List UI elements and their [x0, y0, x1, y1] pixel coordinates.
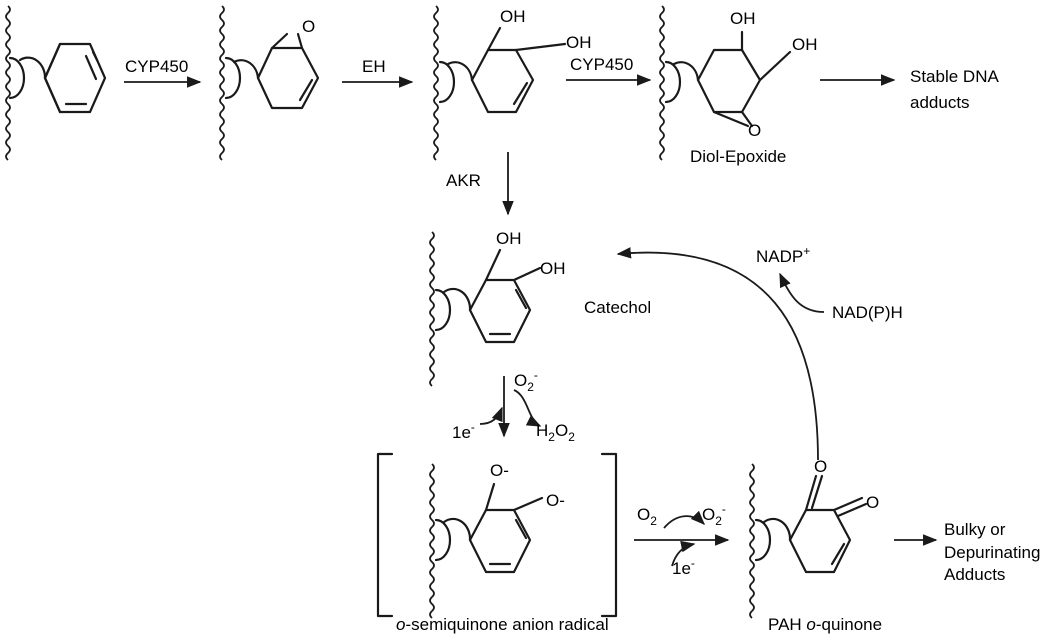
label-o2-left: O2 [637, 505, 657, 528]
label-h2o2: H2O2 [536, 421, 575, 444]
wavy-bond-icon [433, 5, 439, 161]
wavy-bond-icon [219, 5, 225, 161]
left-bracket [376, 452, 394, 618]
atom-de-epoxide-o: O [748, 121, 761, 140]
wavy-bond-icon [429, 231, 435, 387]
atom-q-o-b: O [866, 493, 879, 512]
label-bulky-line3: Adducts [944, 565, 1005, 584]
catechol-structure: OH OH Catechol [429, 229, 651, 387]
label-eh: EH [362, 57, 386, 76]
wavy-bond-icon [429, 463, 435, 619]
atom-diol-oh-a: OH [500, 7, 526, 26]
label-bulky-line1: Bulky or [944, 520, 1006, 539]
atom-sq-o-b: O- [546, 491, 565, 510]
arrow-o2-reduction [663, 510, 706, 529]
wavy-bond-icon [5, 5, 11, 161]
atom-diol-oh-b: OH [566, 33, 592, 52]
label-cyp450-2: CYP450 [570, 55, 633, 74]
label-e-minus-1: 1e- [452, 420, 475, 442]
right-bracket [600, 452, 618, 618]
arrow-o2-to-h2o2 [513, 389, 542, 427]
label-e-minus-2: 1e- [672, 556, 695, 578]
label-catechol: Catechol [584, 298, 651, 317]
wavy-bond-icon [749, 463, 755, 619]
dihydrodiol-structure: OH OH [433, 5, 592, 161]
semiquinone-structure: O- O- o-semiquinone anion radical [376, 452, 618, 634]
quinone-structure: O O PAH o-quinone [749, 457, 882, 634]
atom-sq-o-a: O- [490, 461, 509, 480]
label-diol-epoxide: Diol-Epoxide [690, 147, 786, 166]
label-nadp-plus: NADP+ [756, 244, 810, 266]
atom-q-o-a: O [814, 457, 827, 476]
parent-pah-structure [5, 5, 107, 161]
atom-de-oh-b: OH [792, 35, 818, 54]
label-stable-dna-line2: adducts [910, 93, 970, 112]
label-o2-minus-1: O2- [514, 368, 538, 394]
atom-epoxide-o: O [302, 17, 315, 36]
atom-de-oh-a: OH [730, 9, 756, 28]
label-bulky-line2: Depurinating [944, 543, 1040, 562]
label-nadph: NAD(P)H [832, 303, 903, 322]
arrow-1e-in [479, 406, 503, 425]
label-cyp450-1: CYP450 [125, 57, 188, 76]
arrow-nadph-to-nadp [779, 272, 825, 313]
label-pah-quinone: PAH o-quinone [768, 615, 882, 634]
atom-cat-oh-a: OH [496, 229, 522, 248]
label-semiquinone: o-semiquinone anion radical [396, 615, 609, 634]
wavy-bond-icon [659, 5, 665, 161]
label-stable-dna-line1: Stable DNA [910, 67, 999, 86]
arene-oxide-structure: O [219, 5, 320, 161]
label-o2-minus-2: O2- [702, 502, 726, 528]
diol-epoxide-structure: OH OH O Diol-Epoxide [659, 5, 818, 166]
label-akr: AKR [446, 171, 481, 190]
atom-cat-oh-b: OH [540, 259, 566, 278]
arrow-redox-cycle [616, 247, 819, 461]
arrow-1e-out [671, 540, 696, 567]
